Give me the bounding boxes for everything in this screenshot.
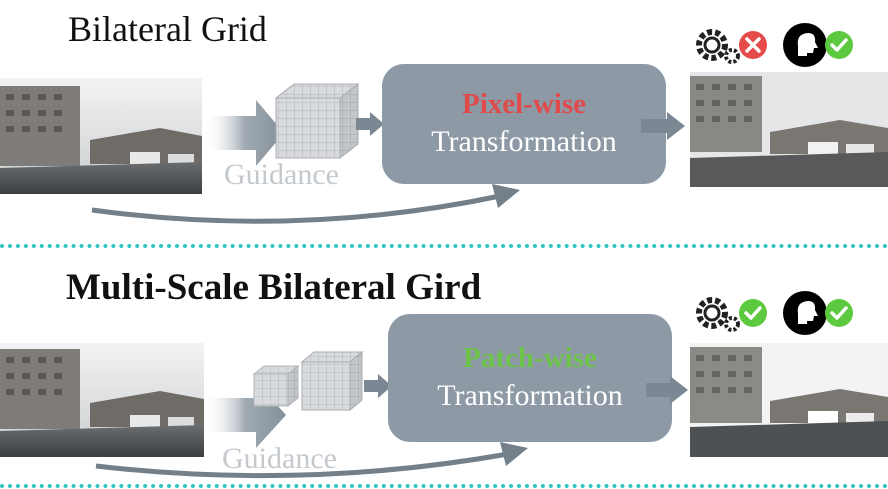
brain-silhouette-icon	[783, 291, 827, 335]
box-text: Transformation	[431, 125, 617, 158]
check-badge-icon	[739, 299, 767, 327]
bilateral-grid-cube-icon	[274, 82, 360, 160]
box-keyword: Pixel-wise	[461, 88, 586, 120]
brain-silhouette-icon	[783, 23, 827, 67]
section-separator	[0, 244, 888, 248]
output-street-photo	[690, 343, 888, 457]
gear-cluster-icon	[696, 29, 740, 64]
status-icons	[694, 290, 854, 336]
arrow-right-icon	[356, 112, 384, 136]
status-icons	[694, 22, 854, 68]
arrow-right-icon	[641, 112, 685, 140]
arrow-right-icon	[364, 374, 392, 398]
guidance-curve-arrow	[95, 442, 528, 479]
transformation-box: Pixel-wise Transformation	[382, 64, 666, 184]
guidance-arrow-and-grid	[206, 340, 371, 455]
guidance-label: Guidance	[224, 158, 339, 191]
bilateral-grid-cube-icon	[300, 350, 364, 412]
section-title-bilateral-grid: Bilateral Grid	[68, 9, 267, 49]
input-street-photo	[0, 343, 204, 457]
section-separator	[0, 484, 888, 488]
input-street-photo	[0, 78, 202, 194]
bilateral-grid-cube-icon	[252, 364, 300, 408]
gear-cluster-icon	[696, 297, 740, 332]
guidance-label: Guidance	[222, 442, 337, 475]
check-badge-icon	[825, 299, 853, 327]
guidance-arrow-and-grid	[206, 78, 366, 188]
transformation-box: Patch-wise Transformation	[388, 314, 672, 442]
arrow-right-icon	[646, 376, 688, 404]
section-title-multi-scale: Multi-Scale Bilateral Gird	[66, 267, 482, 308]
output-street-photo	[690, 72, 888, 187]
box-keyword: Patch-wise	[463, 342, 597, 374]
box-text: Transformation	[437, 379, 623, 412]
check-badge-icon	[825, 31, 853, 59]
guidance-curve-arrow	[91, 184, 520, 224]
cross-badge-icon	[739, 31, 767, 59]
